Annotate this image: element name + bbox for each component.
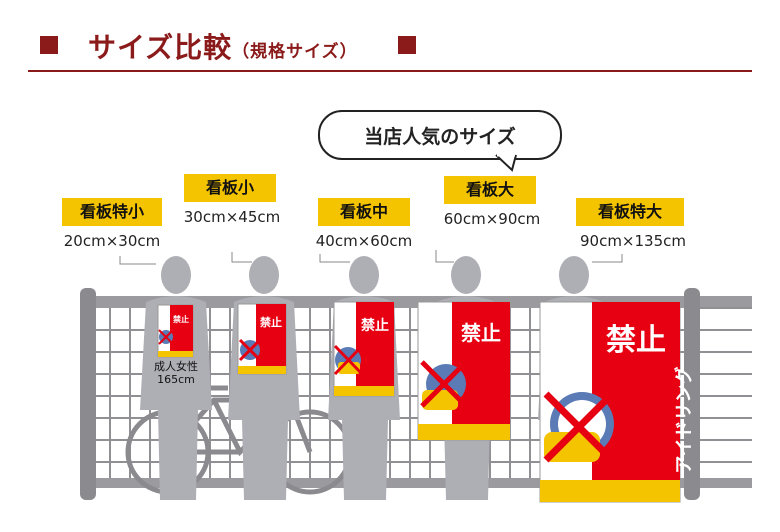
sign-l (417, 301, 511, 441)
sign-xl (539, 301, 681, 503)
section-header: サイズ比較（規格サイズ） (0, 0, 780, 80)
sign-texts: 禁止 禁止 禁止 禁止 禁止 アイドリング (172, 314, 695, 474)
header-divider (28, 70, 752, 72)
title-text: サイズ比較 (88, 31, 233, 64)
size-label-m: 看板中 (318, 198, 410, 226)
page-title: サイズ比較（規格サイズ） (88, 26, 358, 66)
sign-m-text: 禁止 (361, 317, 389, 334)
sign-xl-line1: アイドリング (673, 366, 695, 473)
sign-m (333, 301, 395, 397)
popular-size-text: 当店人気のサイズ (364, 125, 516, 148)
sign-s (237, 303, 287, 375)
size-label-xs: 看板特小 (62, 198, 162, 226)
size-label-s: 看板小 (184, 174, 276, 202)
adult-caption-height: 165cm (157, 373, 195, 386)
header-square-right-icon (398, 36, 416, 54)
size-dims-xs: 20cm×30cm (63, 232, 161, 250)
size-label-xl: 看板特大 (576, 198, 684, 226)
size-name: 看板特大 (597, 202, 662, 221)
size-label-l: 看板大 (444, 176, 536, 204)
sign-l-text: 禁止 (461, 321, 501, 345)
size-dims-l: 60cm×90cm (443, 210, 541, 228)
sign-xs-text: 禁止 (172, 314, 189, 324)
size-name: 看板大 (465, 180, 514, 199)
sign-s-text: 禁止 (260, 315, 282, 329)
sign-xl-text: 禁止 (606, 323, 666, 358)
size-name: 看板特小 (79, 202, 144, 221)
size-name: 看板中 (339, 202, 388, 221)
size-name: 看板小 (205, 178, 254, 197)
label-connectors (119, 250, 623, 265)
title-subtitle: （規格サイズ） (232, 42, 358, 62)
sign-xs (157, 304, 194, 358)
header-square-left-icon (40, 36, 58, 54)
size-dims-m: 40cm×60cm (315, 232, 413, 250)
adult-height-caption: 成人女性 165cm (146, 360, 206, 386)
size-dims-xl: 90cm×135cm (579, 232, 686, 250)
adult-caption-label: 成人女性 (154, 360, 198, 373)
size-dims-s: 30cm×45cm (183, 208, 281, 226)
popular-size-bubble: 当店人気のサイズ (318, 110, 562, 160)
